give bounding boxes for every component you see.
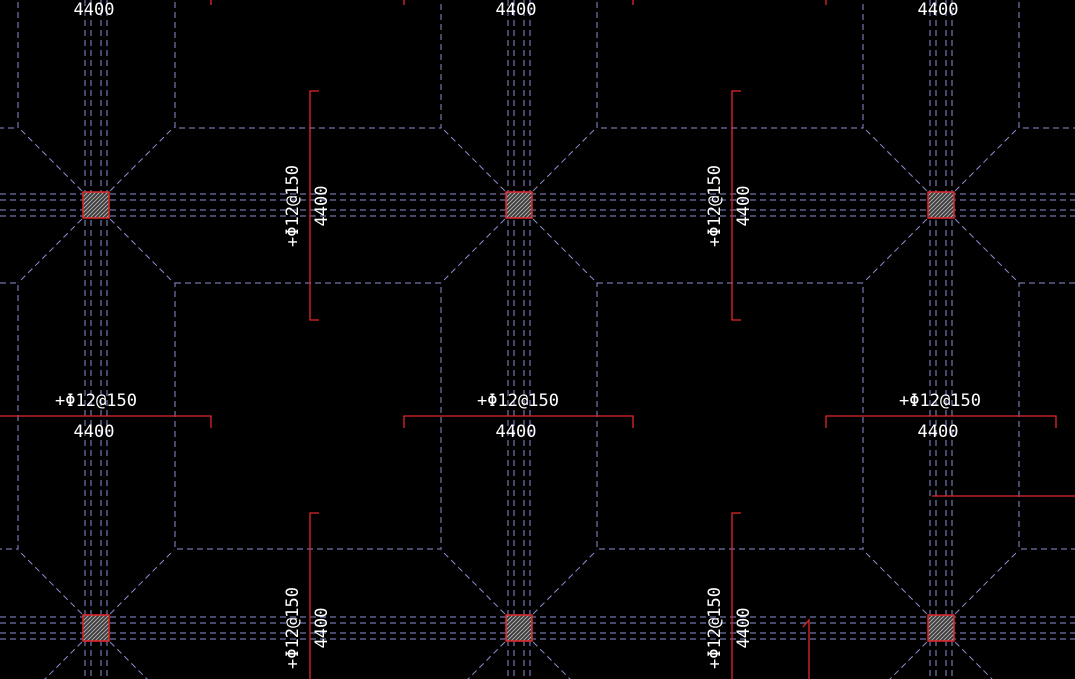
annotation-text-layer: 4400 4400 4400 +Φ12@150 4400 +Φ12@150 44… <box>55 0 981 669</box>
column-capital-diagonal <box>17 204 97 284</box>
column-capital-diagonal <box>518 627 571 679</box>
span-length-label: 4400 <box>496 422 537 442</box>
rebar-line-horizontal <box>0 415 212 428</box>
rebar-spec-label: +Φ12@150 <box>899 391 981 411</box>
top-span-label: 4400 <box>496 0 537 20</box>
column-capital-diagonal <box>440 549 520 629</box>
slab-panel-outline <box>1018 0 1075 129</box>
slab-panel-outline <box>596 0 864 129</box>
column-capital-diagonal <box>95 549 175 629</box>
rebar-line-vertical <box>309 90 319 321</box>
rebar-spec-label-vertical: +Φ12@150 <box>705 165 725 247</box>
column-capital-diagonal <box>518 126 598 206</box>
rebar-line-vertical <box>309 512 319 679</box>
column-capital-diagonal <box>940 126 1020 206</box>
column-capital-diagonal <box>862 204 942 284</box>
column-capital-diagonal <box>17 126 97 206</box>
column-section <box>927 191 955 219</box>
rebar-spec-label-vertical: +Φ12@150 <box>705 587 725 669</box>
rebar-line-vertical <box>731 90 741 321</box>
rebar-spec-label-vertical: +Φ12@150 <box>283 165 303 247</box>
span-length-label-vertical: 4400 <box>734 186 754 227</box>
span-length-label: 4400 <box>74 422 115 442</box>
span-length-label: 4400 <box>918 422 959 442</box>
column-capital-diagonal <box>940 549 1020 629</box>
rebar-spec-label: +Φ12@150 <box>55 391 137 411</box>
rebar-line-horizontal <box>403 415 634 428</box>
column-capital-diagonal <box>862 549 942 629</box>
column-capital-diagonal <box>44 627 97 679</box>
span-length-label-vertical: 4400 <box>312 186 332 227</box>
column-capital-diagonal <box>440 126 520 206</box>
column-layer <box>82 191 955 642</box>
span-length-label-vertical: 4400 <box>312 608 332 649</box>
column-section <box>927 614 955 642</box>
rebar-spec-label-vertical: +Φ12@150 <box>283 587 303 669</box>
column-section <box>505 614 533 642</box>
span-length-label-vertical: 4400 <box>734 608 754 649</box>
column-capital-diagonal <box>440 204 520 284</box>
top-span-label: 4400 <box>918 0 959 20</box>
rebar-spec-label: +Φ12@150 <box>477 391 559 411</box>
rebar-line-vertical <box>731 512 741 679</box>
column-capital-diagonal <box>940 627 993 679</box>
column-capital-diagonal <box>889 627 942 679</box>
column-capital-diagonal <box>467 627 520 679</box>
rebar-line-vertical <box>802 618 810 679</box>
top-span-label: 4400 <box>74 0 115 20</box>
column-capital-diagonal <box>518 549 598 629</box>
slab-panel-outline <box>0 0 19 129</box>
column-capital-diagonal <box>95 126 175 206</box>
column-capital-diagonal <box>862 126 942 206</box>
column-capital-diagonal <box>95 627 148 679</box>
column-capital-diagonal <box>17 549 97 629</box>
column-section <box>82 191 110 219</box>
column-capital-diagonal <box>95 204 175 284</box>
column-capital-diagonal <box>940 204 1020 284</box>
column-capital-diagonal <box>518 204 598 284</box>
rebar-line-horizontal <box>825 415 1057 428</box>
column-section <box>82 614 110 642</box>
slab-panel-outline <box>174 0 442 129</box>
column-section <box>505 191 533 219</box>
